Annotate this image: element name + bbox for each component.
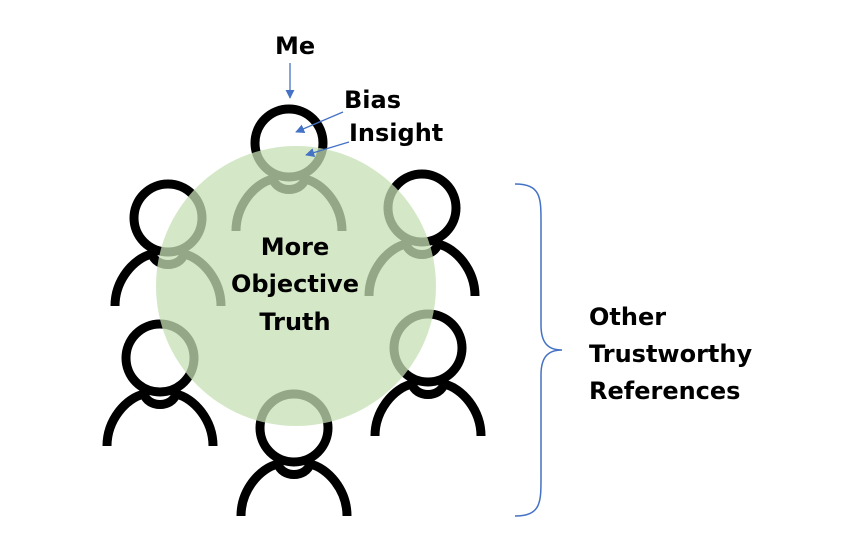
insight-label: Insight — [349, 119, 443, 147]
center-label-line-2: Objective — [231, 270, 359, 298]
me-label: Me — [275, 32, 315, 60]
person-shoulders — [236, 459, 352, 517]
others-label-line-3: References — [589, 377, 740, 405]
person-shoulders — [370, 379, 486, 437]
bias-arrow — [295, 111, 344, 133]
others-label-line-2: Trustworthy — [589, 340, 752, 368]
center-label-line-3: Truth — [259, 308, 330, 336]
objective-truth-circle — [156, 146, 436, 426]
person-shoulders — [102, 389, 218, 447]
right-brace — [514, 183, 563, 517]
insight-arrow — [305, 141, 350, 157]
bias-label: Bias — [344, 86, 401, 114]
others-label-line-1: Other — [589, 303, 666, 331]
center-label-line-1: More — [261, 233, 329, 261]
